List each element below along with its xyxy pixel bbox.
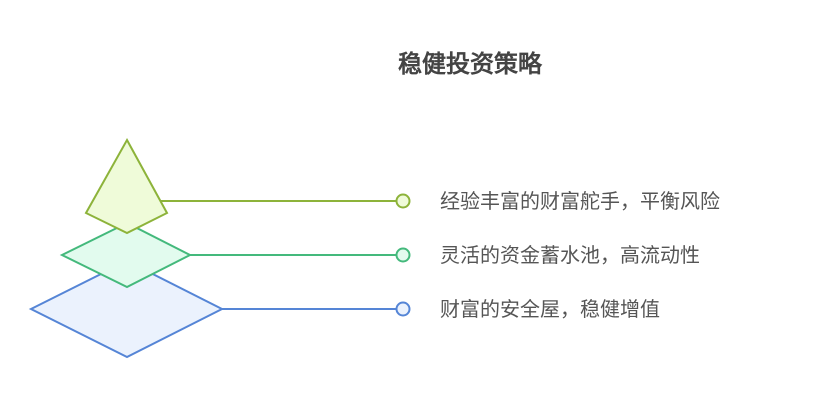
level-top (84, 137, 411, 235)
top-pyramid-shape (84, 137, 169, 235)
middle-level-label: 灵活的资金蓄水池，高流动性 (440, 243, 700, 267)
level-bottom (28, 259, 411, 359)
bottom-level-label: 财富的安全屋，稳健增值 (440, 297, 660, 321)
level-middle (59, 221, 411, 289)
top-connector-dot (395, 193, 411, 209)
top-level-label: 经验丰富的财富舵手，平衡风险 (440, 189, 720, 213)
middle-connector-dot (395, 247, 411, 263)
diagram-title: 稳健投资策略 (398, 50, 542, 78)
bottom-connector-dot (395, 301, 411, 317)
